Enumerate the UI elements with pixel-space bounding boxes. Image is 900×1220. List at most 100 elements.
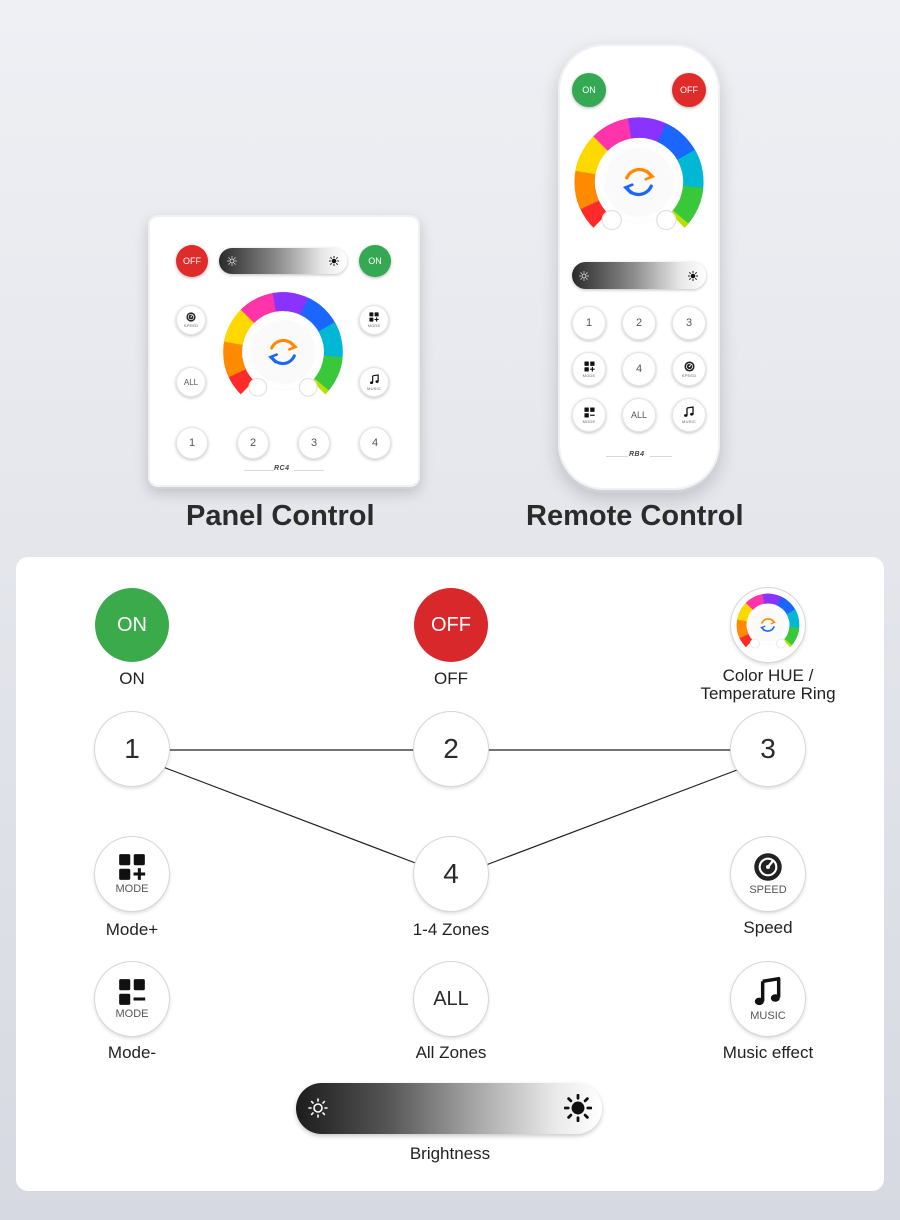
panel-zone-3-label: 3: [310, 437, 318, 449]
legend-mode-minus-label: Mode-: [107, 1043, 157, 1062]
remote-speed-sub: SPEED: [681, 372, 697, 378]
remote-zone-1-label: 1: [585, 317, 593, 329]
legend-off-button: OFF: [414, 588, 488, 662]
panel-zone-4-label: 4: [371, 437, 379, 449]
panel-brightness-slider: [219, 248, 347, 274]
panel-control-image: OFF ON SPEED MODE ALL MUSIC 1 2 3 4 RC4: [148, 215, 420, 487]
legend-off-button-text: OFF: [431, 613, 471, 636]
remote-speed-button: SPEED: [672, 352, 706, 386]
music-icon: [752, 976, 784, 1008]
panel-zone-1-button: 1: [176, 427, 208, 459]
connector-1-4: [162, 766, 419, 865]
remote-off-button: OFF: [672, 73, 706, 107]
panel-music-sub: MUSIC: [367, 385, 381, 391]
legend-color-ring-label: Color HUE / Temperature Ring: [680, 666, 856, 704]
legend-mode-plus-label: Mode+: [105, 920, 159, 939]
legend-brightness-bar: [296, 1083, 602, 1134]
panel-model-tag: RC4: [274, 465, 290, 472]
panel-mode-sub: MODE: [367, 323, 381, 328]
remote-music-sub: MUSIC: [682, 419, 696, 424]
remote-zone-3-label: 3: [685, 317, 693, 329]
sun-bright-icon: [564, 1094, 592, 1122]
legend-music-button: MUSIC: [731, 962, 805, 1036]
panel-zone-2-button: 2: [237, 427, 269, 459]
legend-mode-minus-button: MODE: [95, 962, 169, 1036]
legend-ring-label-line1: Color HUE /: [722, 666, 814, 685]
panel-off-label: OFF: [183, 256, 201, 266]
panel-off-button: OFF: [176, 245, 208, 277]
remote-model-tag: RB4: [629, 451, 645, 458]
legend-zone-3-button: 3: [731, 712, 805, 786]
legend-music-label: Music effect: [722, 1043, 814, 1062]
legend-mode-minus-sub: MODE: [115, 1008, 149, 1020]
panel-on-button: ON: [359, 245, 391, 277]
legend-zone-1-text: 1: [124, 733, 140, 764]
legend-color-ring-button: [731, 588, 805, 662]
legend-mode-plus-button: MODE: [95, 837, 169, 911]
remote-mode-minus-button: MODE: [572, 398, 606, 432]
remote-off-label: OFF: [680, 85, 698, 95]
legend-brightness-label: Brightness: [409, 1144, 491, 1163]
remote-mode-plus-sub: MODE: [582, 372, 596, 378]
remote-zone-4-label: 4: [635, 363, 643, 375]
panel-mode-button: MODE: [359, 305, 389, 335]
connector-3-4: [485, 769, 738, 866]
mode-minus-icon: [118, 978, 146, 1006]
legend-zones-label: 1-4 Zones: [412, 920, 490, 939]
legend-zone-2-text: 2: [443, 733, 459, 764]
panel-zone-1-label: 1: [188, 437, 196, 449]
remote-music-button: MUSIC: [672, 398, 706, 432]
remote-mode-plus-button: MODE: [572, 352, 606, 386]
panel-model-line-left: [244, 470, 274, 471]
legend-music-sub: MUSIC: [750, 1010, 786, 1022]
panel-speed-button: SPEED: [176, 305, 206, 335]
legend-speed-button: SPEED: [731, 837, 805, 911]
remote-on-button: ON: [572, 73, 606, 107]
legend-zone-1-button: 1: [95, 712, 169, 786]
speed-icon: [753, 852, 783, 882]
sun-dim-icon: [308, 1098, 328, 1118]
panel-zone-3-button: 3: [298, 427, 330, 459]
color-ring-icon: [735, 592, 801, 658]
remote-zone-2-button: 2: [622, 306, 656, 340]
legend-all-text: ALL: [433, 987, 469, 1010]
panel-control-caption: Panel Control: [186, 500, 375, 532]
legend-zone-4-text: 4: [443, 858, 459, 889]
legend-all-button: ALL: [414, 962, 488, 1036]
remote-all-button: ALL: [622, 398, 656, 432]
remote-all-label: ALL: [630, 410, 647, 420]
remote-mode-minus-sub: MODE: [582, 418, 596, 424]
panel-music-button: MUSIC: [359, 367, 389, 397]
remote-on-label: ON: [582, 85, 596, 95]
legend-zone-3-text: 3: [760, 733, 776, 764]
legend-zone-4-button: 4: [414, 837, 488, 911]
mode-plus-icon: [118, 853, 146, 881]
legend-on-label: ON: [119, 669, 145, 688]
panel-all-button: ALL: [176, 367, 206, 397]
remote-brightness-slider: [572, 262, 706, 289]
panel-speed-sub: SPEED: [183, 323, 199, 328]
panel-model-line-right: [294, 470, 324, 471]
legend-off-label: OFF: [434, 669, 468, 688]
legend-on-button-text: ON: [117, 613, 147, 636]
remote-model-line-left: [606, 456, 628, 457]
legend-zone-2-button: 2: [414, 712, 488, 786]
remote-model-line-right: [650, 456, 672, 457]
remote-zone-1-button: 1: [572, 306, 606, 340]
panel-zone-2-label: 2: [249, 437, 257, 449]
remote-zone-3-button: 3: [672, 306, 706, 340]
legend-speed-sub: SPEED: [749, 884, 787, 896]
legend-ring-label-line2: Temperature Ring: [700, 684, 836, 704]
legend-mode-plus-sub: MODE: [115, 883, 149, 895]
remote-control-image: ON OFF 1 2 3 MODE 4 SPEED MODE ALL MUSIC…: [558, 44, 720, 490]
legend-all-label: All Zones: [415, 1043, 487, 1062]
panel-on-label: ON: [368, 256, 382, 266]
panel-zone-4-button: 4: [359, 427, 391, 459]
remote-control-caption: Remote Control: [526, 500, 744, 532]
legend-on-button: ON: [95, 588, 169, 662]
panel-all-label: ALL: [183, 377, 199, 387]
legend-speed-label: Speed: [743, 918, 793, 937]
remote-zone-4-button: 4: [622, 352, 656, 386]
remote-zone-2-label: 2: [635, 317, 643, 329]
